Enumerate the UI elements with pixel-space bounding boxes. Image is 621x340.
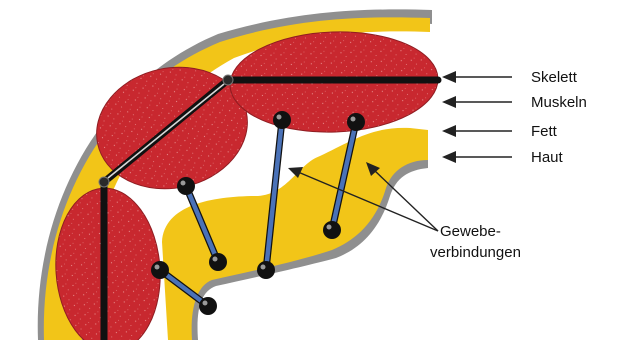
joint-upper	[223, 75, 233, 85]
label-skelett: Skelett	[531, 69, 578, 86]
arrow-haut	[442, 151, 512, 163]
label-gewebe-line2: verbindungen	[430, 244, 521, 261]
label-haut: Haut	[531, 149, 564, 166]
label-gewebe-line1: Gewebe-	[440, 223, 501, 240]
arrow-fett	[442, 125, 512, 137]
arrow-muskeln	[442, 96, 512, 108]
label-muskeln: Muskeln	[531, 94, 587, 111]
label-fett: Fett	[531, 123, 558, 140]
arrow-skelett	[442, 71, 512, 83]
joint-lower	[99, 177, 109, 187]
